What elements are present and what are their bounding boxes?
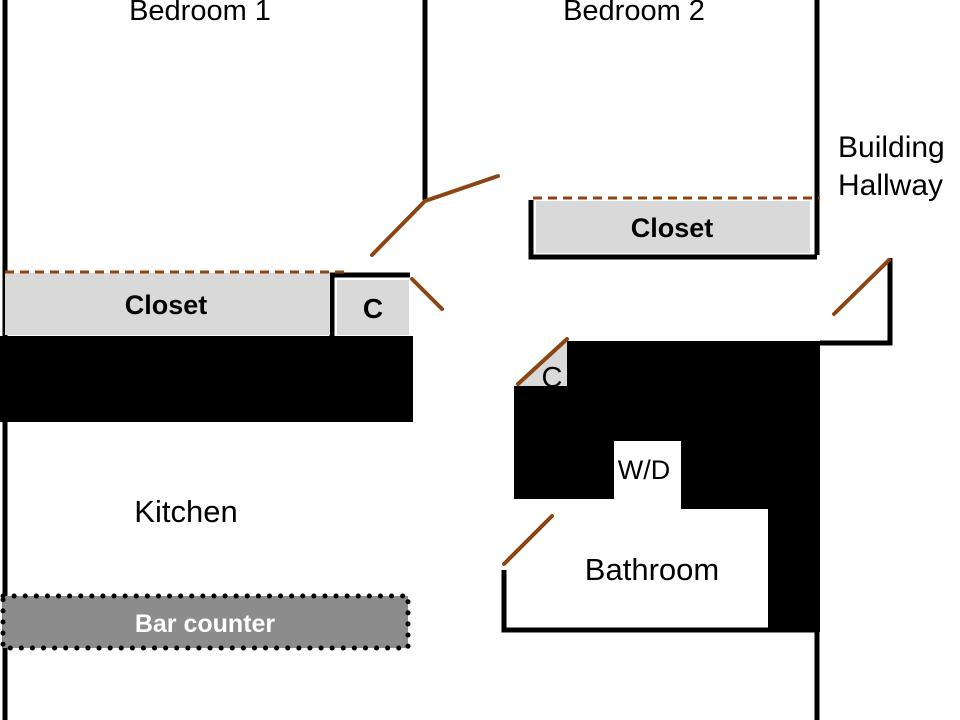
doors (370, 174, 891, 566)
bar-counter (0, 593, 411, 651)
label-washer-dryer: W/D (618, 455, 670, 485)
label-small-closet-bedroom1: C (363, 293, 383, 324)
wall-block-left (0, 336, 413, 422)
door-bathroom (502, 514, 554, 566)
small-closet-bedroom1 (337, 280, 409, 335)
label-bar-counter: Bar counter (135, 610, 276, 638)
label-small-closet-hall: C (542, 362, 563, 394)
door-closet-small (410, 277, 444, 311)
label-kitchen: Kitchen (134, 494, 237, 529)
wall-block-center (514, 341, 820, 632)
closet-bedroom1 (5, 273, 330, 335)
closet-bedroom2 (536, 201, 810, 253)
label-bedroom2: Bedroom 2 (563, 0, 705, 27)
door-bedroom2 (370, 174, 500, 257)
label-building: Building (838, 131, 945, 164)
door-hallway (832, 258, 891, 316)
label-closet-bedroom1: Closet (125, 290, 208, 320)
label-bedroom1: Bedroom 1 (129, 0, 271, 27)
label-bathroom: Bathroom (585, 552, 719, 587)
label-hallway: Hallway (838, 169, 943, 202)
label-closet-bedroom2: Closet (631, 213, 714, 243)
door-small-closet-hall (516, 337, 569, 386)
walls (2, 0, 893, 720)
